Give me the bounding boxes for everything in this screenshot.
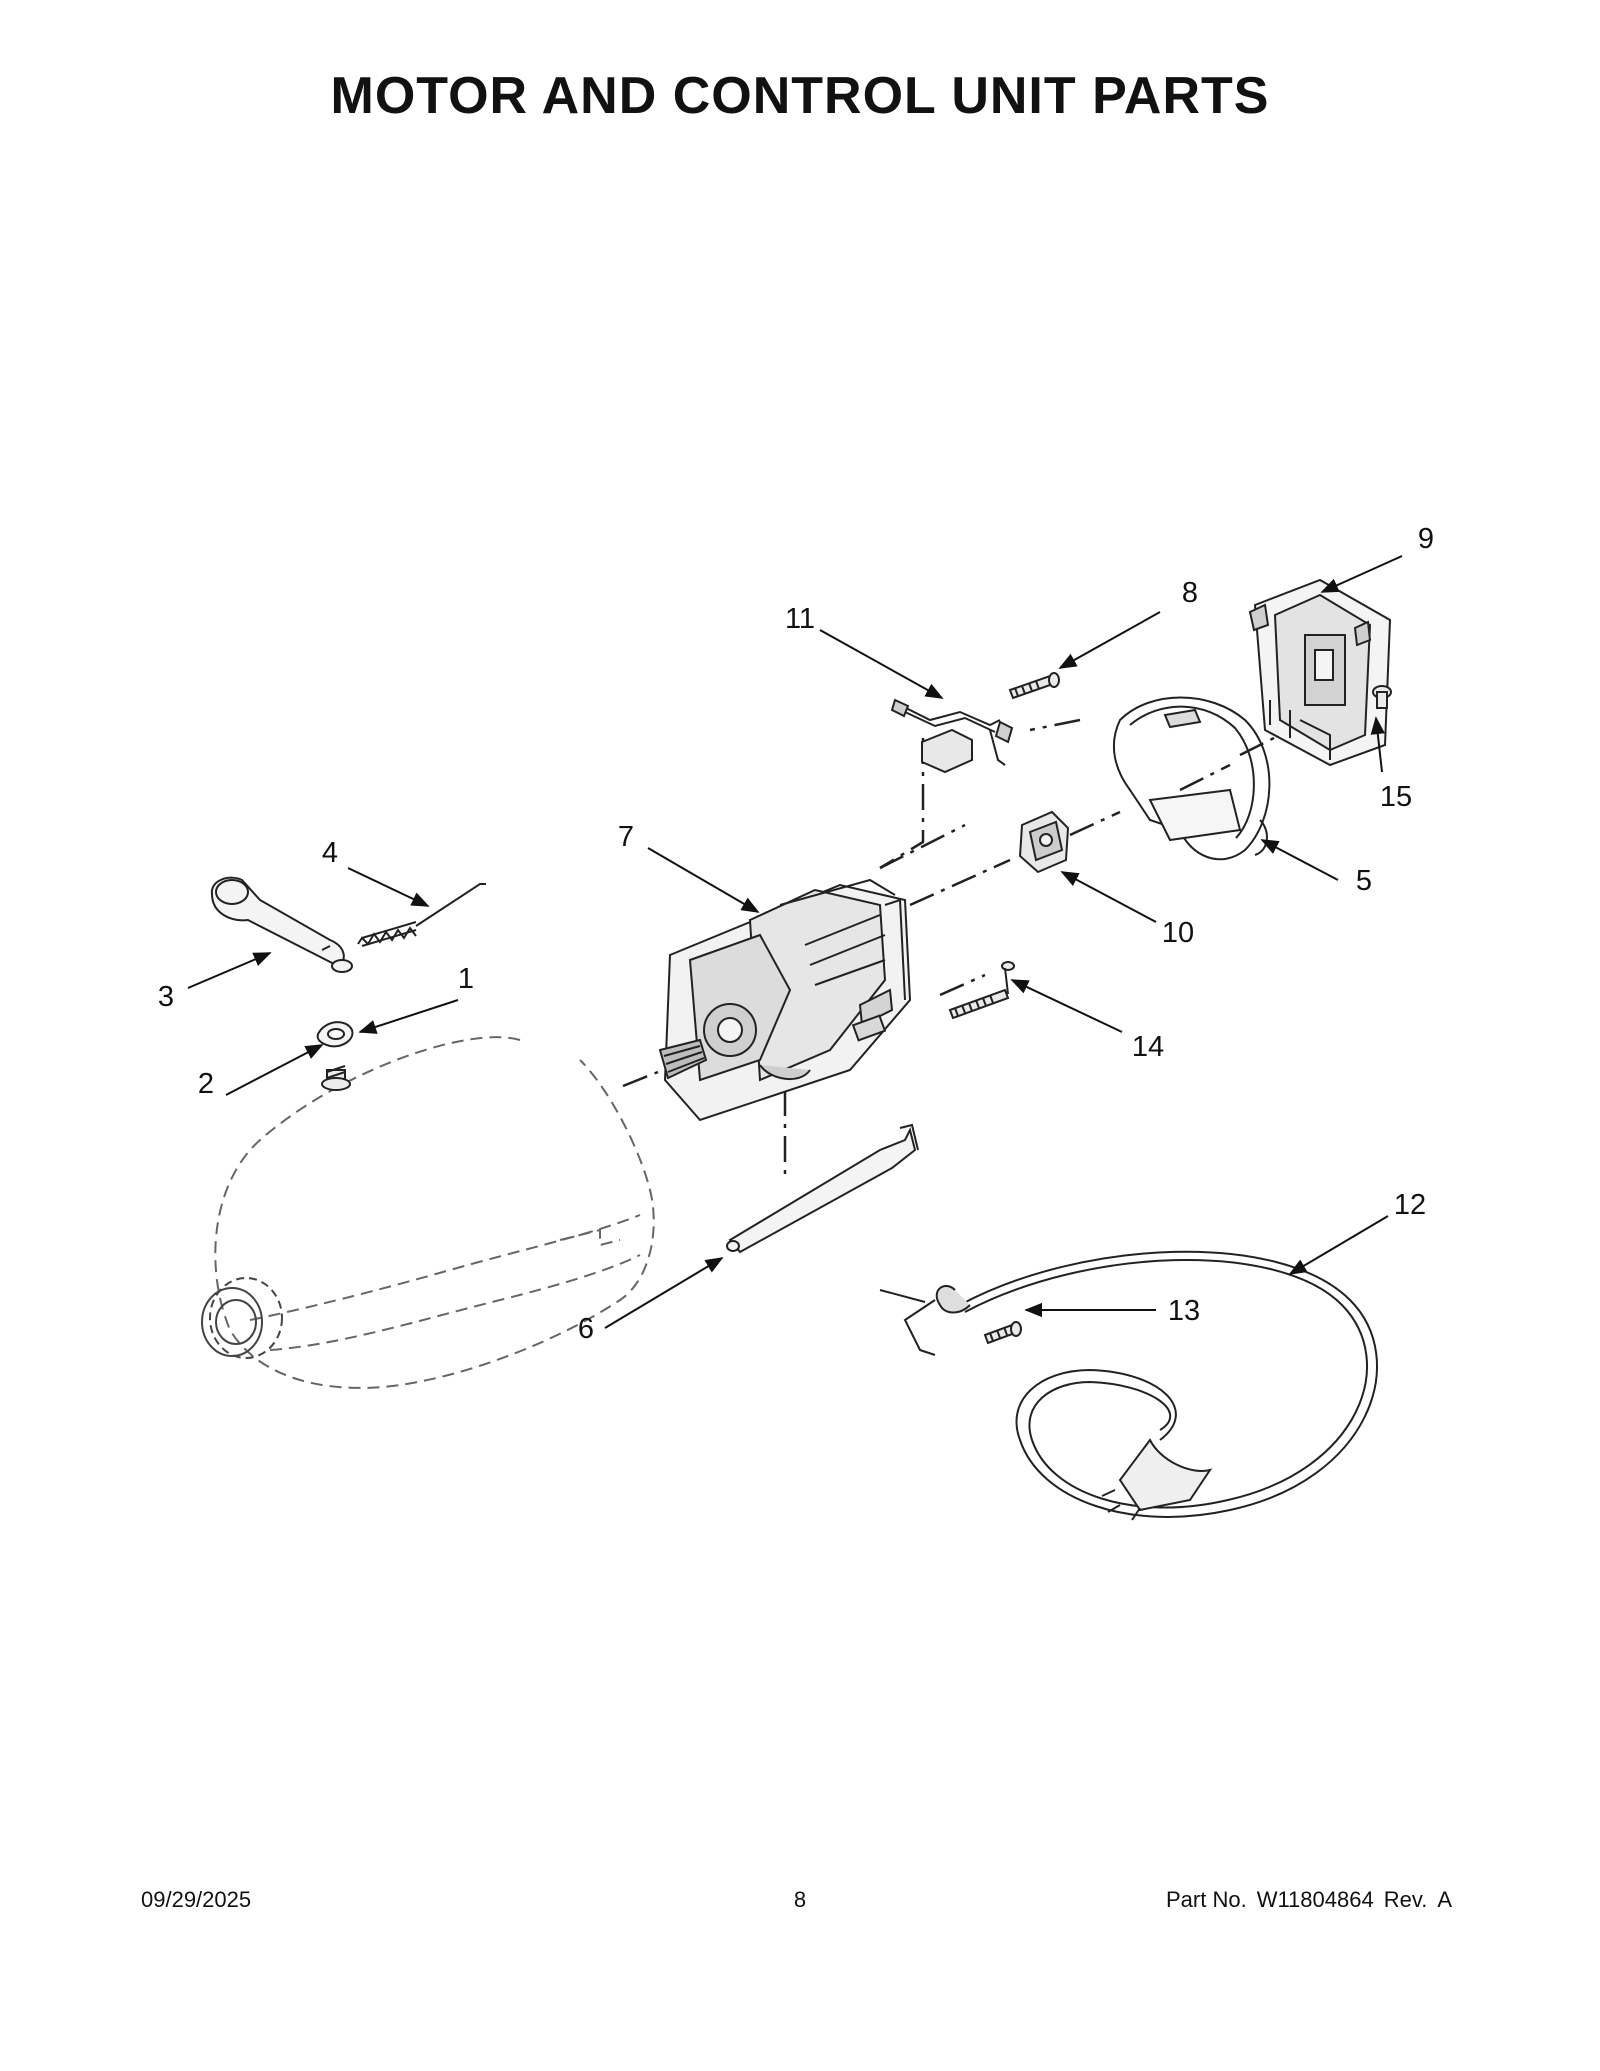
- page-title: MOTOR AND CONTROL UNIT PARTS: [330, 67, 1270, 125]
- callout-12: 12: [1394, 1189, 1426, 1221]
- callout-labels: 1 2 3 4 5 6 7 8 9 10 11 12 13 14 15: [158, 523, 1434, 1345]
- part-1-screw: [321, 1065, 351, 1091]
- mixer-hub-ring: [201, 1277, 283, 1359]
- part-label: Part No.: [1165, 1887, 1247, 1912]
- callout-14: 14: [1132, 1031, 1164, 1063]
- part-10-component: [1018, 810, 1070, 874]
- footer-page-number: 8: [793, 1887, 807, 1912]
- part-5-bracket: [1112, 696, 1271, 861]
- part-9-control-board: [1248, 578, 1392, 767]
- callout-10: 10: [1162, 917, 1194, 949]
- rev-value: A: [1437, 1887, 1452, 1912]
- part-number: W11804864: [1256, 1887, 1374, 1912]
- part-11-terminal-block: [890, 698, 1014, 774]
- callout-1: 1: [458, 963, 474, 995]
- callout-4: 4: [322, 837, 338, 869]
- part-3-lever: [210, 876, 353, 973]
- part-6-strap: [726, 1123, 919, 1254]
- part-12-power-cord: [879, 1250, 1378, 1521]
- callout-5: 5: [1356, 865, 1372, 897]
- callout-3: 3: [158, 981, 174, 1013]
- part-13-screw: [983, 1321, 1022, 1345]
- callout-2: 2: [198, 1068, 214, 1100]
- part-7-motor: [658, 878, 912, 1122]
- part-8-screw: [1008, 672, 1060, 700]
- part-4-spring: [357, 883, 486, 947]
- callout-arrows: [187, 555, 1403, 1329]
- callout-13: 13: [1168, 1295, 1200, 1327]
- rev-label: Rev.: [1383, 1887, 1428, 1912]
- part-2-gasket: [316, 1021, 354, 1048]
- part-14-screw: [948, 961, 1015, 1020]
- assembly-centerlines: [622, 718, 1281, 1180]
- callout-6: 6: [578, 1313, 594, 1345]
- footer-part-number: Part No. W11804864 Rev. A: [1156, 1887, 1452, 1913]
- part-15-screw: [1372, 685, 1392, 709]
- callout-15: 15: [1380, 781, 1412, 813]
- callout-7: 7: [618, 821, 634, 853]
- footer-date: 09/29/2025: [141, 1887, 252, 1912]
- mixer-body-outline: [214, 1036, 655, 1389]
- callout-11: 11: [785, 603, 815, 635]
- callout-9: 9: [1418, 523, 1434, 555]
- callout-8: 8: [1182, 577, 1198, 609]
